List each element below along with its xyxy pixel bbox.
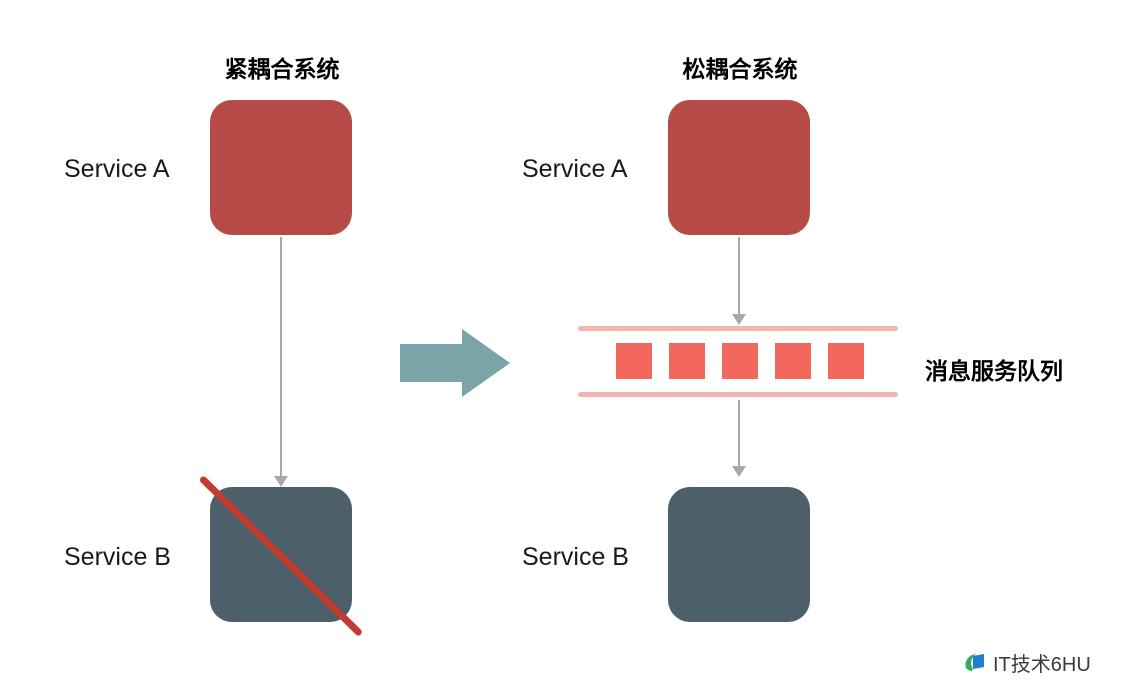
left-down-arrow-line [280,237,282,478]
watermark-text: IT技术6HU [993,654,1091,676]
queue-cell [669,343,705,379]
queue-cell [828,343,864,379]
transition-arrow-body [400,344,463,382]
queue-cell [616,343,652,379]
right-lower-arrow-head [732,466,746,477]
queue-top-rail [578,326,898,331]
left-service-b-label: Service B [64,543,171,571]
left-service-a-label: Service A [64,155,170,183]
right-service-b-box [668,487,810,622]
queue-cell [722,343,758,379]
right-service-b-label: Service B [522,543,629,571]
queue-bottom-rail [578,392,898,397]
right-upper-arrow-line [738,237,740,316]
queue-label: 消息服务队列 [925,358,1063,384]
right-upper-arrow-head [732,314,746,325]
left-panel-title: 紧耦合系统 [224,56,340,82]
queue-cell [775,343,811,379]
right-service-a-box [668,100,810,235]
watermark-logo-icon [962,650,988,676]
left-service-a-box [210,100,352,235]
right-panel-title: 松耦合系统 [682,56,798,82]
queue-cells [616,343,864,379]
right-service-a-label: Service A [522,155,628,183]
transition-arrow-icon [462,329,510,397]
right-lower-arrow-line [738,400,740,468]
left-down-arrow-head [274,476,288,487]
watermark: IT技术6HU [962,648,1091,677]
